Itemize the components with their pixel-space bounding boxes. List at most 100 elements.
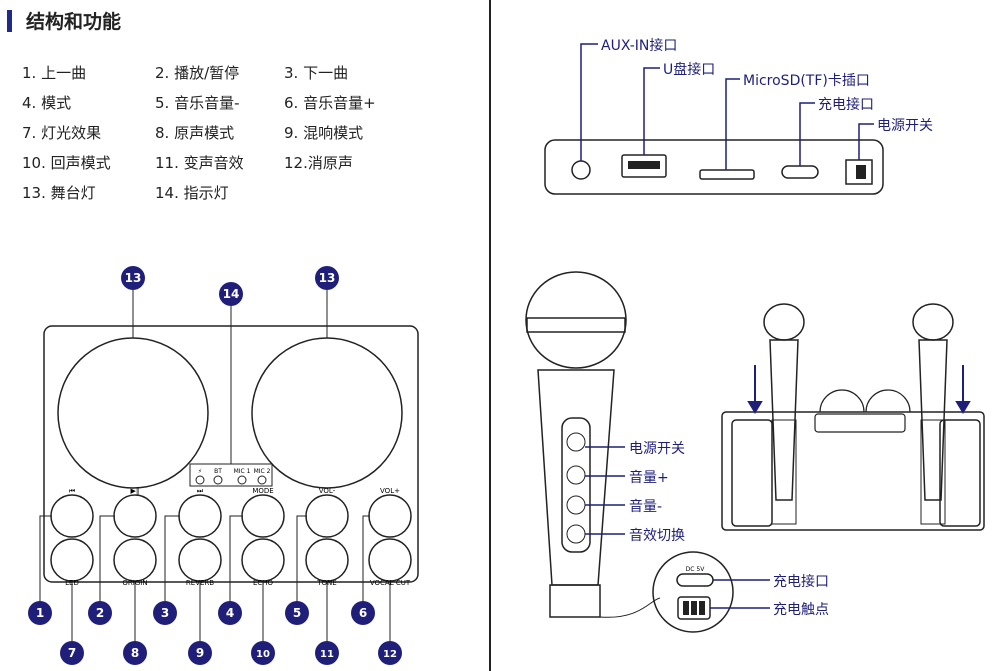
mic-vol-down-label: 音量- bbox=[629, 499, 663, 515]
leader-line bbox=[362, 515, 370, 605]
function-item: 10. 回声模式 bbox=[22, 154, 111, 172]
badge bbox=[88, 601, 112, 625]
badge-number: 8 bbox=[131, 646, 139, 660]
mic-charge-port-label: 充电接口 bbox=[773, 574, 829, 590]
speaker-side-right bbox=[939, 419, 981, 527]
mic-ring bbox=[526, 317, 626, 333]
mic-control-strip bbox=[561, 417, 591, 553]
speaker-domes bbox=[819, 389, 911, 413]
mic-power-button bbox=[566, 432, 586, 452]
insert-arrow-head bbox=[955, 401, 971, 414]
badge-number: 4 bbox=[226, 606, 234, 620]
badge bbox=[188, 641, 212, 665]
button-label: ⏮ bbox=[69, 487, 75, 495]
mic-base bbox=[549, 584, 601, 618]
badge bbox=[285, 601, 309, 625]
sd-slot bbox=[699, 169, 755, 180]
badge bbox=[315, 266, 339, 290]
badge-number: 9 bbox=[196, 646, 204, 660]
button-label: ▶‖ bbox=[131, 487, 140, 495]
indicator-led bbox=[257, 475, 267, 485]
docked-mic-body bbox=[769, 339, 799, 501]
usb-port-inner bbox=[628, 161, 660, 169]
charge-port-label: 充电接口 bbox=[818, 97, 874, 113]
function-item: 12.消原声 bbox=[284, 154, 353, 172]
function-item: 5. 音乐音量- bbox=[155, 94, 240, 112]
docked-mic-body bbox=[918, 339, 948, 501]
badge bbox=[351, 601, 375, 625]
badge-number: 7 bbox=[68, 646, 76, 660]
contact-pin bbox=[699, 601, 705, 615]
speaker-unit bbox=[721, 411, 985, 531]
button-label: MODE bbox=[252, 487, 273, 495]
function-item: 13. 舞台灯 bbox=[22, 184, 96, 202]
ports-panel-outline bbox=[544, 139, 884, 195]
badge bbox=[121, 266, 145, 290]
function-item: 3. 下一曲 bbox=[284, 64, 349, 82]
leader-line bbox=[229, 515, 243, 605]
mic-head bbox=[525, 271, 627, 369]
leader-line bbox=[164, 515, 180, 605]
bottom-button-row bbox=[50, 538, 412, 582]
mic-vol-down-button bbox=[566, 495, 586, 515]
function-item: 6. 音乐音量+ bbox=[284, 94, 376, 112]
badge bbox=[315, 641, 339, 665]
badge-number: 2 bbox=[96, 606, 104, 620]
badge-number: 5 bbox=[293, 606, 301, 620]
indicator-label: BT bbox=[214, 468, 222, 475]
mic-dock-slot bbox=[920, 419, 946, 525]
badge-group bbox=[28, 266, 402, 665]
badge bbox=[251, 641, 275, 665]
leader-line bbox=[580, 43, 598, 161]
aux-label: AUX-IN接口 bbox=[601, 38, 678, 54]
dc-label: DC 5V bbox=[686, 566, 706, 573]
badge-number: 6 bbox=[359, 606, 367, 620]
leader-line bbox=[799, 102, 815, 166]
function-item: 4. 模式 bbox=[22, 94, 72, 112]
leader-line bbox=[643, 67, 660, 155]
docked-mic-head bbox=[912, 303, 954, 341]
mic-power-label: 电源开关 bbox=[629, 441, 685, 457]
button-label: ⏭ bbox=[197, 487, 204, 495]
mic-charge-contacts-label: 充电触点 bbox=[773, 602, 829, 618]
leader-line bbox=[39, 515, 52, 605]
page-divider bbox=[489, 0, 491, 671]
badge bbox=[60, 641, 84, 665]
indicator-led bbox=[237, 475, 247, 485]
leader-line bbox=[296, 515, 307, 605]
badge bbox=[218, 601, 242, 625]
mic-vol-up-label: 音量+ bbox=[629, 470, 669, 486]
button-label: VOL+ bbox=[380, 487, 400, 495]
indicator-led bbox=[213, 475, 223, 485]
indicator-led bbox=[195, 475, 205, 485]
sd-label: MicroSD(TF)卡插口 bbox=[743, 73, 870, 89]
function-item: 1. 上一曲 bbox=[22, 64, 87, 82]
speaker-port-strip bbox=[814, 413, 906, 433]
docked-mic-head bbox=[763, 303, 805, 341]
badge-number: 13 bbox=[319, 271, 336, 285]
function-item: 2. 播放/暂停 bbox=[155, 64, 240, 82]
badge-number: 10 bbox=[256, 649, 270, 660]
function-item: 9. 混响模式 bbox=[284, 124, 364, 142]
indicator-label: MIC 2 bbox=[254, 468, 271, 475]
badge bbox=[28, 601, 52, 625]
section-title: 结构和功能 bbox=[26, 11, 122, 33]
badge bbox=[123, 641, 147, 665]
badge-number: 12 bbox=[383, 649, 397, 660]
power-switch-knob bbox=[856, 165, 866, 179]
function-item: 8. 原声模式 bbox=[155, 124, 235, 142]
badge bbox=[219, 282, 243, 306]
usb-label: U盘接口 bbox=[663, 62, 716, 78]
leader-line bbox=[725, 78, 740, 170]
leader-line bbox=[858, 123, 874, 160]
mic-effect-label: 音效切换 bbox=[629, 528, 685, 544]
contact-pin bbox=[691, 601, 697, 615]
mic-vol-up-button bbox=[566, 465, 586, 485]
leader-line bbox=[99, 515, 115, 605]
badge-number: 3 bbox=[161, 606, 169, 620]
badge-number: 11 bbox=[320, 649, 334, 660]
mic-charge-port bbox=[676, 573, 714, 587]
badge bbox=[378, 641, 402, 665]
badge-number: 13 bbox=[125, 271, 142, 285]
